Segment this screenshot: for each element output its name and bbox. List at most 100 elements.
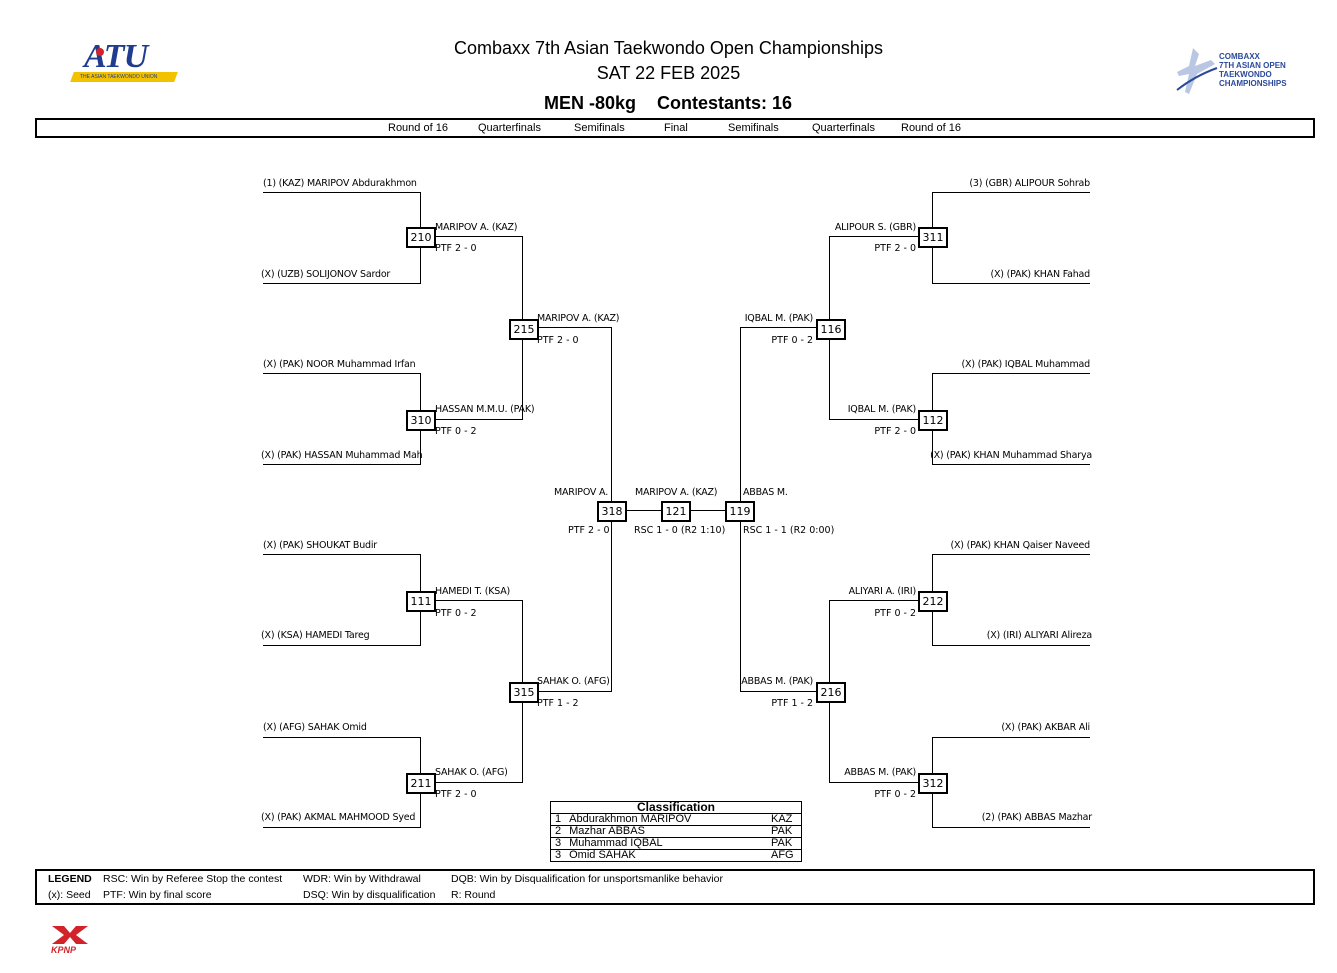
- athlete-name: Abdurakhmon MARIPOV: [565, 813, 767, 826]
- r16-competitor: (X) (PAK) HASSAN Muhammad Mah: [261, 450, 423, 461]
- classification-row: 3 Muhammad IQBAL PAK: [550, 837, 802, 850]
- bracket-line: [420, 600, 523, 601]
- match-result: PTF 0 - 2: [874, 789, 916, 800]
- atu-logo-text: ATU: [84, 38, 148, 75]
- match-result: PTF 0 - 2: [771, 335, 813, 346]
- r16-competitor: (X) (AFG) SAHAK Omid: [263, 722, 367, 733]
- match-number: 210: [406, 227, 436, 248]
- r16-competitor: (X) (PAK) AKBAR Ali: [1001, 722, 1090, 733]
- bracket-line: [829, 419, 933, 420]
- legend-title: LEGEND: [48, 873, 92, 885]
- legend-rsc: RSC: Win by Referee Stop the contest: [103, 873, 283, 885]
- match-winner: ABBAS M. (PAK): [844, 767, 916, 778]
- rank: 1: [550, 813, 566, 826]
- legend-ptf: PTF: Win by final score: [103, 889, 212, 901]
- r16-competitor: (3) (GBR) ALIPOUR Sohrab: [969, 178, 1090, 189]
- bracket-line: [263, 645, 421, 646]
- classification-row: 1 Abdurakhmon MARIPOV KAZ: [550, 813, 802, 826]
- r16-competitor: (X) (PAK) KHAN Qaiser Naveed: [950, 540, 1090, 551]
- bracket-line: [263, 192, 421, 193]
- r16-competitor: (2) (PAK) ABBAS Mazhar: [981, 812, 1092, 823]
- match-winner: SAHAK O. (AFG): [435, 767, 508, 778]
- bracket-line: [829, 782, 933, 783]
- atu-logo: ATU THE ASIAN TAEKWONDO UNION: [70, 38, 178, 88]
- match-result: PTF 2 - 0: [568, 525, 610, 536]
- bracket-line: [420, 419, 523, 420]
- event-date: SAT 22 FEB 2025: [596, 63, 741, 83]
- match-winner: ALIYARI A. (IRI): [848, 586, 917, 597]
- rank: 3: [550, 837, 566, 850]
- match-result: RSC 1 - 1 (R2 0:00): [743, 525, 835, 536]
- match-result: PTF 1 - 2: [537, 698, 579, 709]
- bracket-line: [932, 283, 1090, 284]
- bracket-line: [263, 827, 421, 828]
- rank: 2: [550, 825, 566, 838]
- round-label: Semifinals: [728, 122, 779, 134]
- final-match-number: 121: [661, 501, 691, 522]
- bracket-line: [263, 554, 421, 555]
- athlete-kick-icon: [1176, 48, 1218, 94]
- match-result: PTF 0 - 2: [435, 426, 477, 437]
- match-number: 112: [918, 410, 948, 431]
- r16-competitor: (X) (PAK) IQBAL Muhammad: [961, 359, 1091, 370]
- r16-competitor: (X) (PAK) NOOR Muhammad Irfan: [263, 359, 416, 370]
- match-winner: ALIPOUR S. (GBR): [834, 222, 916, 233]
- country-code: PAK: [767, 825, 802, 838]
- round-label: Semifinals: [574, 122, 625, 134]
- match-winner: MARIPOV A.: [554, 487, 609, 498]
- classification-row: 3 Omid SAHAK AFG: [550, 849, 802, 862]
- round-label: Round of 16: [901, 122, 961, 134]
- match-number: 116: [816, 319, 846, 340]
- event-title: Combaxx 7th Asian Taekwondo Open Champio…: [454, 38, 883, 58]
- combaxx-line-2: 7TH ASIAN OPEN: [1219, 61, 1286, 70]
- bracket-line: [932, 373, 1090, 374]
- contestants-count: Contestants: 16: [657, 93, 793, 113]
- legend-box: [35, 869, 1315, 905]
- kpnp-logo: KPNP: [50, 924, 92, 956]
- match-winner: ABBAS M. (PAK): [741, 676, 813, 687]
- round-label: Final: [664, 122, 688, 134]
- match-number: 216: [816, 682, 846, 703]
- bracket-line: [932, 464, 1090, 465]
- legend-seed: (x): Seed: [48, 889, 91, 901]
- bracket-line: [740, 691, 830, 692]
- country-code: AFG: [767, 849, 802, 862]
- match-result: PTF 0 - 2: [435, 608, 477, 619]
- combaxx-line-4: CHAMPIONSHIPS: [1219, 79, 1287, 88]
- bracket-line: [263, 737, 421, 738]
- match-result: PTF 2 - 0: [537, 335, 579, 346]
- atu-logo-caption: THE ASIAN TAEKWONDO UNION: [80, 74, 158, 80]
- r16-competitor: (X) (UZB) SOLIJONOV Sardor: [261, 269, 391, 280]
- match-winner: ABBAS M.: [743, 487, 788, 498]
- rounds-bar: [35, 118, 1315, 138]
- match-number: 215: [509, 319, 539, 340]
- classification-title: Classification: [550, 801, 802, 814]
- match-winner: HAMEDI T. (KSA): [435, 586, 511, 597]
- r16-competitor: (X) (PAK) AKMAL MAHMOOD Syed: [261, 812, 416, 823]
- athlete-name: Mazhar ABBAS: [565, 825, 767, 838]
- match-winner: IQBAL M. (PAK): [744, 313, 814, 324]
- match-winner: IQBAL M. (PAK): [847, 404, 917, 415]
- r16-competitor: (X) (IRI) ALIYARI Alireza: [986, 630, 1092, 641]
- r16-competitor: (X) (PAK) SHOUKAT Budir: [263, 540, 377, 551]
- bracket-line: [263, 373, 421, 374]
- bracket-line: [263, 464, 421, 465]
- champion: MARIPOV A. (KAZ): [635, 487, 718, 498]
- match-result: PTF 2 - 0: [874, 243, 916, 254]
- classification-row: 2 Mazhar ABBAS PAK: [550, 825, 802, 838]
- athlete-name: Omid SAHAK: [565, 849, 767, 862]
- atu-logo-dot: [96, 48, 104, 56]
- athlete-name: Muhammad IQBAL: [565, 837, 767, 850]
- match-number: 312: [918, 773, 948, 794]
- country-code: PAK: [767, 837, 802, 850]
- bracket-line: [932, 645, 1090, 646]
- bracket-line: [829, 236, 933, 237]
- match-number: 212: [918, 591, 948, 612]
- match-result: PTF 2 - 0: [435, 243, 477, 254]
- match-result: PTF 2 - 0: [435, 789, 477, 800]
- legend-round: R: Round: [451, 889, 496, 901]
- r16-competitor: (X) (PAK) KHAN Fahad: [990, 269, 1090, 280]
- bracket-line: [522, 691, 612, 692]
- match-result: PTF 0 - 2: [874, 608, 916, 619]
- country-code: KAZ: [767, 813, 802, 826]
